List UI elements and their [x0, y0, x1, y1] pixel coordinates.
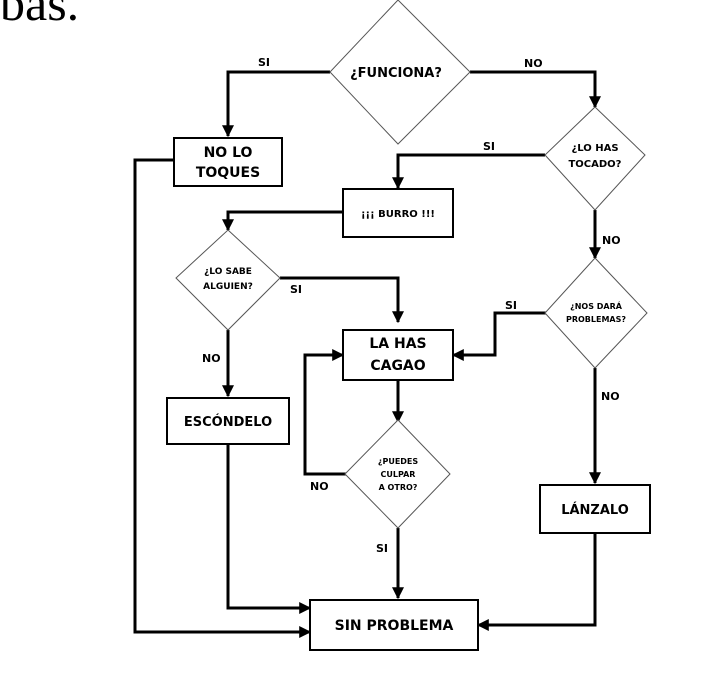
header-text-fragment: bas.	[0, 0, 80, 31]
decision-funciona	[329, 0, 471, 145]
edge-label-sabe-si: SI	[290, 283, 302, 296]
edge-burro-to-sabe	[222, 210, 345, 232]
edge-label-funciona-si: SI	[258, 56, 270, 69]
label-lo-has-tocado-line1: ¿LO HAS	[571, 143, 618, 154]
decision-lo-has-tocado	[544, 106, 646, 211]
label-burro: ¡¡¡ BURRO !!!	[361, 209, 435, 220]
edge-label-funciona-no: NO	[524, 57, 543, 70]
edge-no-lo-toques-to-sin-problema	[133, 158, 312, 638]
edge-label-sabe-no: NO	[202, 352, 221, 365]
label-puedes-culpar-line1: ¿PUEDES	[378, 457, 419, 466]
connectors	[133, 70, 601, 638]
edge-nos-si	[451, 311, 550, 361]
label-lo-has-tocado-line2: TOCADO?	[568, 159, 621, 170]
edge-label-culpar-si: SI	[376, 542, 388, 555]
edge-label-nos-si: SI	[505, 299, 517, 312]
decision-lo-sabe-alguien	[175, 229, 281, 331]
edge-tocado-si	[392, 153, 545, 190]
label-lo-sabe-alguien-line1: ¿LO SABE	[204, 267, 252, 277]
box-burro	[342, 188, 454, 238]
label-nos-dara-problemas-line2: PROBLEMAS?	[566, 315, 626, 324]
label-funciona: ¿FUNCIONA?	[350, 66, 442, 81]
decision-puedes-culpar	[344, 419, 451, 529]
edge-label-tocado-no: NO	[602, 234, 621, 247]
label-nos-dara-problemas-line1: ¿NOS DARÁ	[570, 300, 623, 311]
edge-funciona-no	[470, 70, 601, 109]
label-puedes-culpar-line2: CULPAR	[381, 470, 416, 479]
edge-label-nos-no: NO	[601, 390, 620, 403]
edge-sabe-si	[280, 276, 404, 324]
box-sin-problema	[309, 599, 479, 651]
box-la-has-cagao	[342, 329, 454, 381]
label-puedes-culpar-line3: A OTRO?	[379, 483, 418, 492]
box-escondelo	[166, 397, 290, 445]
label-la-has-cagao-line2: CAGAO	[370, 358, 425, 374]
box-lanzalo	[539, 484, 651, 534]
label-no-lo-toques-line2: TOQUES	[196, 165, 260, 181]
label-escondelo: ESCÓNDELO	[184, 414, 272, 430]
edge-label-culpar-no: NO	[310, 480, 329, 493]
decision-nos-dara-problemas	[544, 257, 648, 369]
edge-label-tocado-si: SI	[483, 140, 495, 153]
label-la-has-cagao-line1: LA HAS	[369, 336, 426, 352]
edge-funciona-si	[222, 70, 330, 138]
label-lo-sabe-alguien-line2: ALGUIEN?	[203, 282, 253, 292]
box-no-lo-toques	[173, 137, 283, 187]
label-sin-problema: SIN PROBLEMA	[335, 618, 454, 634]
edge-lanzalo-to-sin-problema	[476, 533, 597, 631]
edge-escondelo-to-sin-problema	[226, 444, 312, 614]
edge-culpar-no	[303, 349, 350, 476]
label-lanzalo: LÁNZALO	[561, 502, 629, 518]
label-no-lo-toques-line1: NO LO	[204, 145, 253, 161]
